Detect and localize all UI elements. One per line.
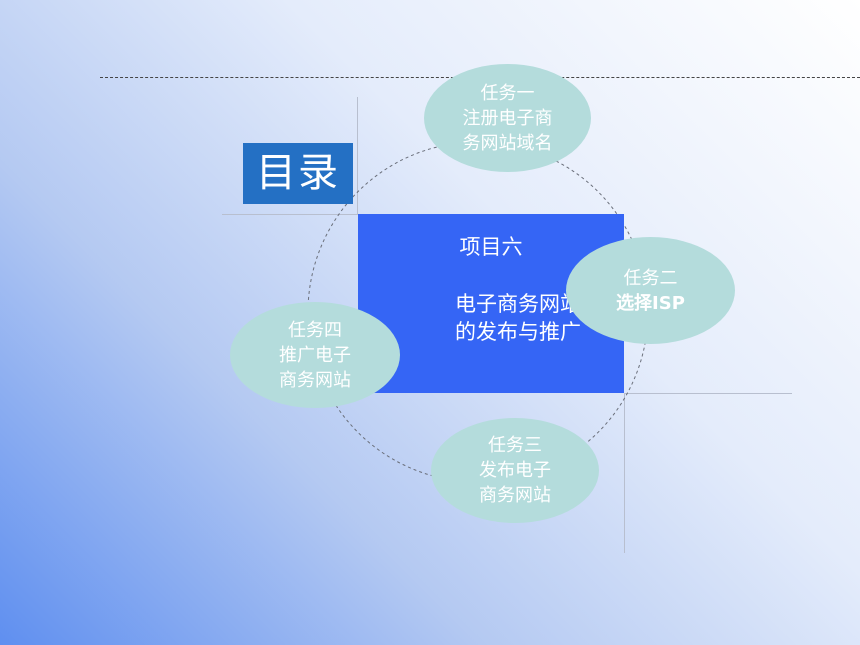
- task-3-line3: 商务网站: [479, 485, 551, 506]
- guide-line-horizontal-left: [222, 214, 358, 215]
- project-name-line2: 的发布与推广: [455, 320, 581, 344]
- task-bubble-3[interactable]: 任务三 发布电子 商务网站: [431, 418, 599, 523]
- project-name: 电子商务网站 的发布与推广: [408, 290, 628, 346]
- task-bubble-4[interactable]: 任务四 推广电子 商务网站: [230, 302, 400, 408]
- task-2-line1: 任务二: [623, 267, 678, 289]
- task-1-line1: 任务一: [480, 82, 535, 104]
- task-bubble-1[interactable]: 任务一 注册电子商 务网站域名: [424, 64, 591, 172]
- task-2-line2: 选择ISP: [616, 292, 685, 314]
- task-1-line3: 务网站域名: [462, 132, 553, 154]
- guide-line-horizontal-right: [624, 393, 792, 394]
- task-bubble-2[interactable]: 任务二 选择ISP: [566, 237, 735, 344]
- task-1-line2: 注册电子商: [462, 107, 553, 129]
- task-4-line3: 商务网站: [279, 369, 351, 391]
- guide-line-vertical-left: [357, 97, 358, 214]
- task-3-line2: 发布电子: [479, 460, 551, 481]
- project-number: 项目六: [459, 235, 523, 259]
- task-4-line2: 推广电子: [279, 344, 351, 366]
- page-title: 目录: [243, 143, 353, 204]
- task-4-line1: 任务四: [288, 319, 342, 341]
- guide-line-vertical-right: [624, 393, 625, 553]
- task-3-line1: 任务三: [488, 435, 542, 456]
- project-name-line1: 电子商务网站: [455, 292, 581, 316]
